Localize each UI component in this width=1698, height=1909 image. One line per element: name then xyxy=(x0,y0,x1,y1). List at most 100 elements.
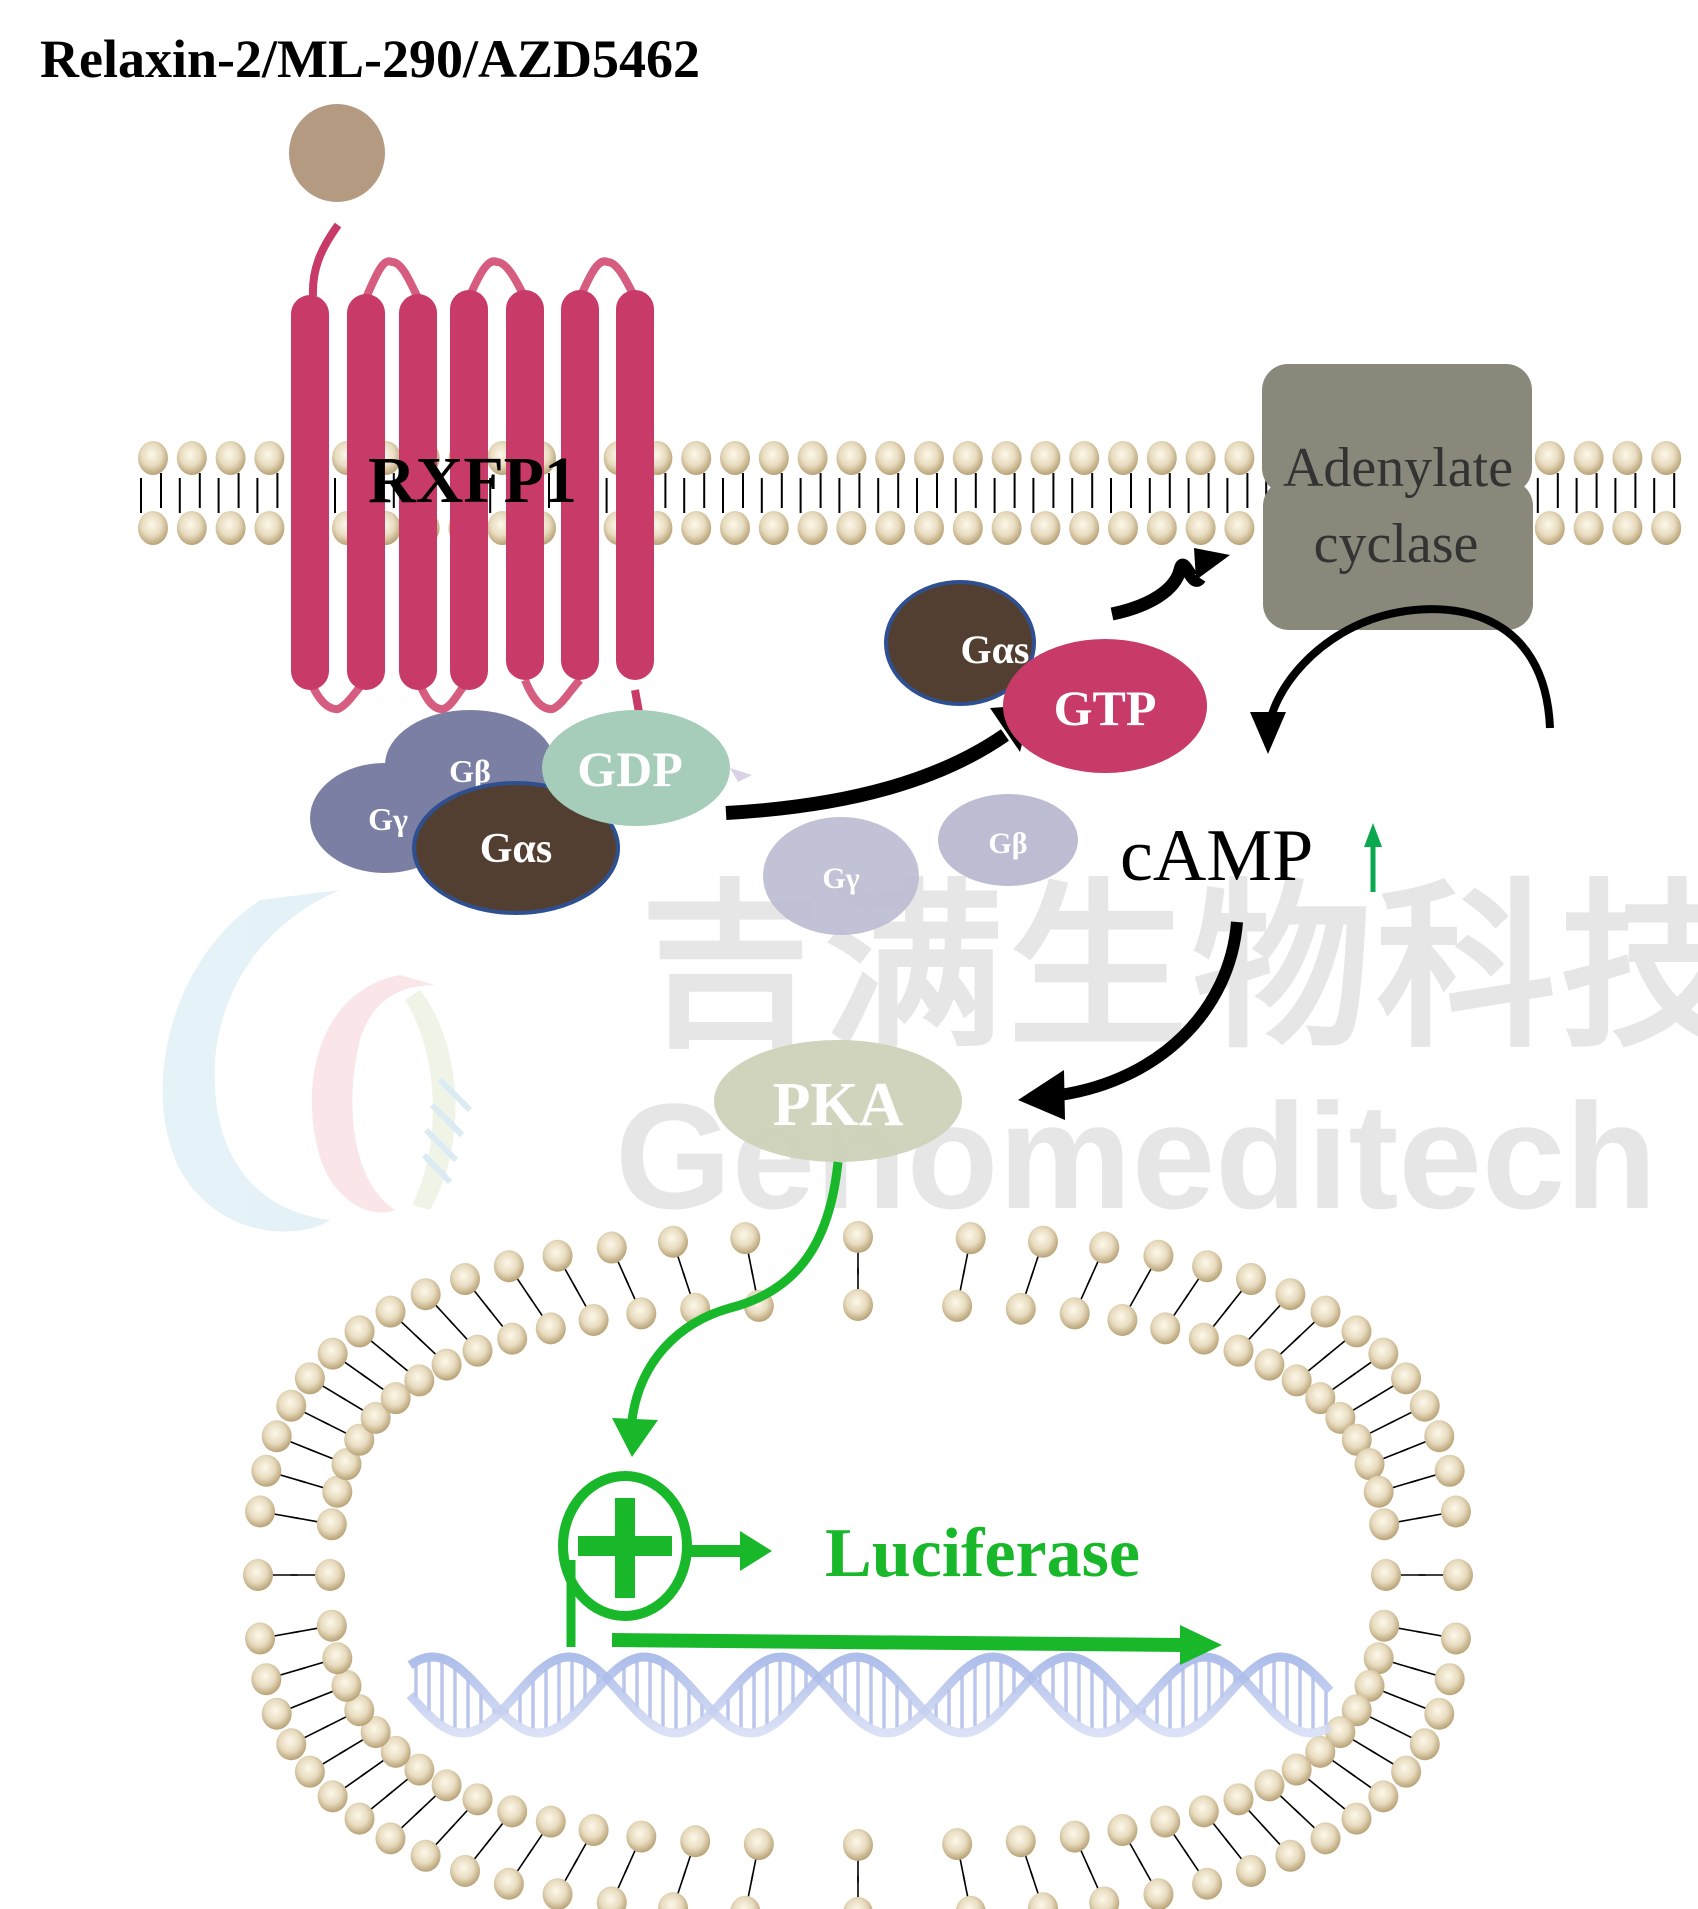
released-g-gamma-subunit xyxy=(763,817,919,935)
lipid-head xyxy=(497,1795,528,1828)
lipid-head xyxy=(1368,1337,1399,1370)
receptor-label: RXFP1 xyxy=(368,444,577,517)
lipid-head xyxy=(1440,1622,1471,1655)
lipid-tail xyxy=(298,1479,326,1489)
watermark: 吉满生物科技 Genomeditech xyxy=(162,868,1698,1240)
n-terminus xyxy=(308,222,342,297)
lipid-tail xyxy=(415,1794,438,1816)
lipid-tail xyxy=(682,1852,693,1879)
lipid-tail xyxy=(1381,1689,1409,1702)
transmembrane-helix xyxy=(561,290,599,680)
intracellular-loop xyxy=(521,677,583,714)
lipid-head xyxy=(955,1222,986,1255)
lipid-head xyxy=(1310,1822,1341,1855)
lipid-head xyxy=(276,1728,307,1761)
lipid-head xyxy=(1534,441,1565,475)
lipid-head xyxy=(730,1895,761,1909)
g-alpha-s-subunit xyxy=(412,781,620,915)
lipid-head xyxy=(375,1295,406,1328)
lipid-tail xyxy=(1079,1847,1092,1874)
lipid-head xyxy=(1146,511,1177,545)
lipid-head xyxy=(1363,1642,1394,1675)
lipid-head xyxy=(578,1303,609,1336)
camp-label: cAMP xyxy=(1120,815,1313,897)
lipid-head xyxy=(331,1448,362,1481)
lipid-head xyxy=(1089,1886,1120,1909)
lipid-head xyxy=(1443,1559,1473,1591)
transmembrane-helix xyxy=(291,295,329,690)
lipid-tail xyxy=(1368,1715,1395,1730)
lipid-head xyxy=(1275,1839,1306,1872)
lipid-head xyxy=(1341,1802,1372,1835)
lipid-tail xyxy=(385,1777,410,1798)
lipid-head xyxy=(317,1337,348,1370)
lipid-head xyxy=(254,511,285,545)
dna-strand xyxy=(406,1652,1333,1738)
lipid-tail xyxy=(415,1334,438,1356)
lipid-head xyxy=(596,1231,627,1264)
lipid-tail xyxy=(958,1855,966,1882)
lipid-head xyxy=(176,511,207,545)
lipid-head xyxy=(1305,1382,1336,1415)
lipid-tail xyxy=(360,1758,386,1777)
g-alpha-gtp-active[interactable]: Gαs GTP xyxy=(884,580,1207,773)
enhancer-circle xyxy=(558,1471,692,1621)
lipid-head xyxy=(1371,1559,1401,1591)
lipid-head xyxy=(658,1225,689,1258)
lipid-head xyxy=(955,1895,986,1909)
lipid-head xyxy=(836,441,867,475)
pka[interactable]: PKA xyxy=(714,1040,962,1162)
lipid-tail xyxy=(958,1268,966,1295)
lipid-head xyxy=(843,1897,873,1909)
dna-strand xyxy=(407,1652,1334,1738)
lipid-head xyxy=(380,1735,411,1768)
lipid-head xyxy=(1223,1783,1254,1816)
adenylate-cyclase[interactable]: Adenylate cyclase xyxy=(1262,364,1533,630)
rxfp1-receptor[interactable] xyxy=(291,222,654,719)
lipid-head xyxy=(843,1829,873,1861)
cyclase-activation-arrow xyxy=(1110,548,1230,621)
lipid-tail xyxy=(1211,1305,1231,1329)
lipid-head xyxy=(1027,1892,1058,1909)
released-g-beta-subunit xyxy=(938,794,1078,886)
lipid-head xyxy=(1573,441,1604,475)
lipid-head xyxy=(1354,1669,1385,1702)
lipid-head xyxy=(251,1454,282,1487)
g-protein-complex-inactive[interactable]: Gβ Gγ Gαs GDP xyxy=(310,710,752,915)
lipid-head xyxy=(1069,441,1100,475)
lipid-tail xyxy=(1396,1627,1424,1634)
lipid-head xyxy=(1325,1716,1356,1749)
lipid-head xyxy=(331,1669,362,1702)
lipid-tail xyxy=(321,1715,348,1730)
lipid-tail xyxy=(527,1832,545,1857)
lipid-tail xyxy=(1128,1284,1143,1310)
lipid-head xyxy=(315,1559,345,1591)
lipid-tail xyxy=(1128,1840,1143,1866)
lipid-tail xyxy=(1306,1777,1331,1798)
adenylate-cyclase-label-line1: Adenylate xyxy=(1283,437,1513,499)
lipid-head xyxy=(1254,1769,1285,1802)
lipid-tail xyxy=(1330,1758,1356,1777)
lipid-head xyxy=(1235,1854,1266,1887)
lipid-head xyxy=(952,441,983,475)
lipid-head xyxy=(596,1886,627,1909)
g-beta-gamma-dimer-released[interactable]: Gβ Gγ xyxy=(763,794,1078,935)
pka-shape xyxy=(714,1040,962,1162)
lipid-head xyxy=(1341,1315,1372,1348)
lipid-head xyxy=(1434,1663,1465,1696)
lipid-tail xyxy=(750,1855,758,1882)
camp-production-arrow xyxy=(1250,605,1554,754)
lipid-head xyxy=(261,1697,292,1730)
increase-arrow-icon xyxy=(1364,823,1382,892)
transmembrane-helix xyxy=(347,294,385,690)
lipid-head xyxy=(1188,1795,1219,1828)
lipid-head xyxy=(1612,441,1643,475)
lipid-head xyxy=(1107,1814,1138,1847)
lipid-tail xyxy=(573,1840,588,1866)
lipid-tail xyxy=(1390,1479,1418,1489)
lipid-head xyxy=(1424,1420,1455,1453)
lipid-head xyxy=(1305,1735,1336,1768)
lipid-head xyxy=(843,1289,873,1321)
ligand-icon xyxy=(289,104,385,202)
lipid-head xyxy=(730,1222,761,1255)
